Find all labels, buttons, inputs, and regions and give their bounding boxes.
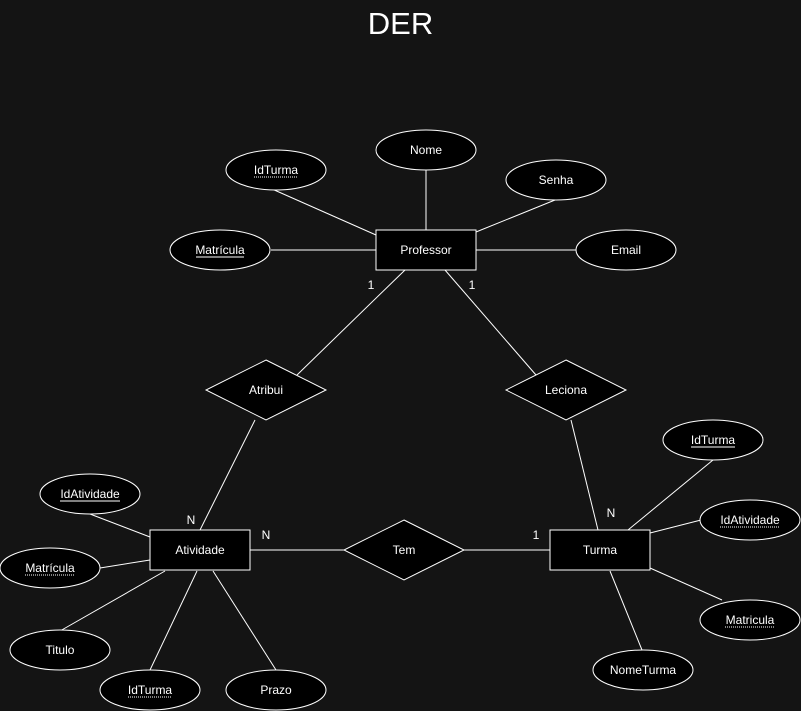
attribute-atividade-idatividade-label: IdAtividade — [60, 487, 120, 501]
cardinality-atividade-tem: N — [262, 528, 271, 542]
connector-professor-leciona — [444, 269, 537, 376]
connector-atividade-prazo — [212, 570, 277, 671]
entity-atividade-label: Atividade — [175, 543, 225, 557]
attribute-senha-label: Senha — [539, 173, 574, 187]
connector-professor-senha — [475, 199, 556, 233]
entity-atividade[interactable]: Atividade — [149, 529, 251, 571]
attribute-titulo[interactable]: Titulo — [9, 629, 111, 671]
attribute-atividade-matricula[interactable]: Matrícula — [0, 547, 101, 589]
attribute-prazo[interactable]: Prazo — [225, 669, 327, 711]
connector-professor-atribui — [296, 269, 406, 376]
entity-turma[interactable]: Turma — [549, 529, 651, 571]
attribute-atividade-idturma[interactable]: IdTurma — [99, 669, 201, 711]
attribute-atividade-matricula-label: Matrícula — [25, 561, 75, 575]
attribute-professor-idturma-label: IdTurma — [254, 163, 299, 177]
attribute-atividade-idatividade[interactable]: IdAtividade — [39, 473, 141, 515]
attribute-senha[interactable]: Senha — [505, 159, 607, 201]
connector-atividade-idatividade — [89, 513, 151, 538]
cardinality-professor-atribui: 1 — [368, 278, 375, 292]
diagram-title: DER — [367, 6, 434, 41]
connector-atividade-idturma — [149, 570, 198, 671]
connector-turma-idturma — [627, 459, 714, 531]
cardinality-professor-leciona: 1 — [469, 278, 476, 292]
connector-turma-idatividade — [649, 519, 702, 534]
connector-atividade-matricula — [99, 559, 151, 569]
entity-turma-label: Turma — [583, 543, 618, 557]
cardinality-turma-leciona: N — [607, 506, 616, 520]
attribute-email-label: Email — [611, 243, 641, 257]
attribute-professor-idturma[interactable]: IdTurma — [225, 149, 327, 191]
attribute-atividade-idturma-label: IdTurma — [128, 683, 173, 697]
attribute-nometurma[interactable]: NomeTurma — [592, 649, 694, 691]
attribute-email[interactable]: Email — [575, 229, 677, 271]
relationship-tem-label: Tem — [393, 543, 416, 557]
attribute-titulo-label: Titulo — [46, 643, 75, 657]
attribute-turma-idatividade-label: IdAtividade — [720, 513, 780, 527]
relationship-atribui-label: Atribui — [249, 383, 283, 397]
attribute-professor-matricula-label: Matrícula — [195, 243, 245, 257]
relationship-atribui[interactable]: Atribui — [204, 359, 328, 421]
attribute-turma-idatividade[interactable]: IdAtividade — [699, 499, 801, 541]
attribute-turma-matricula-label: Matricula — [726, 613, 775, 627]
relationship-leciona-label: Leciona — [545, 383, 587, 397]
attribute-professor-matricula[interactable]: Matrícula — [169, 229, 271, 271]
connector-turma-nometurma — [609, 570, 643, 651]
cardinality-turma-tem: 1 — [533, 528, 540, 542]
attribute-turma-matricula[interactable]: Matricula — [699, 599, 801, 641]
cardinality-atividade-atribui: N — [187, 513, 196, 527]
connector-atribui-atividade — [199, 419, 256, 531]
relationship-leciona[interactable]: Leciona — [504, 359, 628, 421]
connector-turma-matricula — [649, 567, 723, 601]
attribute-nome-label: Nome — [410, 143, 442, 157]
attribute-prazo-label: Prazo — [260, 683, 292, 697]
connector-professor-idturma — [262, 184, 377, 236]
connector-leciona-turma — [570, 419, 599, 531]
attribute-turma-idturma-label: IdTurma — [691, 433, 736, 447]
attribute-nometurma-label: NomeTurma — [610, 663, 677, 677]
entity-professor[interactable]: Professor — [375, 229, 477, 271]
relationship-tem[interactable]: Tem — [342, 519, 466, 581]
attribute-nome[interactable]: Nome — [375, 129, 477, 171]
attribute-turma-idturma[interactable]: IdTurma — [662, 419, 764, 461]
connector-atividade-titulo — [59, 570, 166, 632]
entity-professor-label: Professor — [400, 243, 451, 257]
